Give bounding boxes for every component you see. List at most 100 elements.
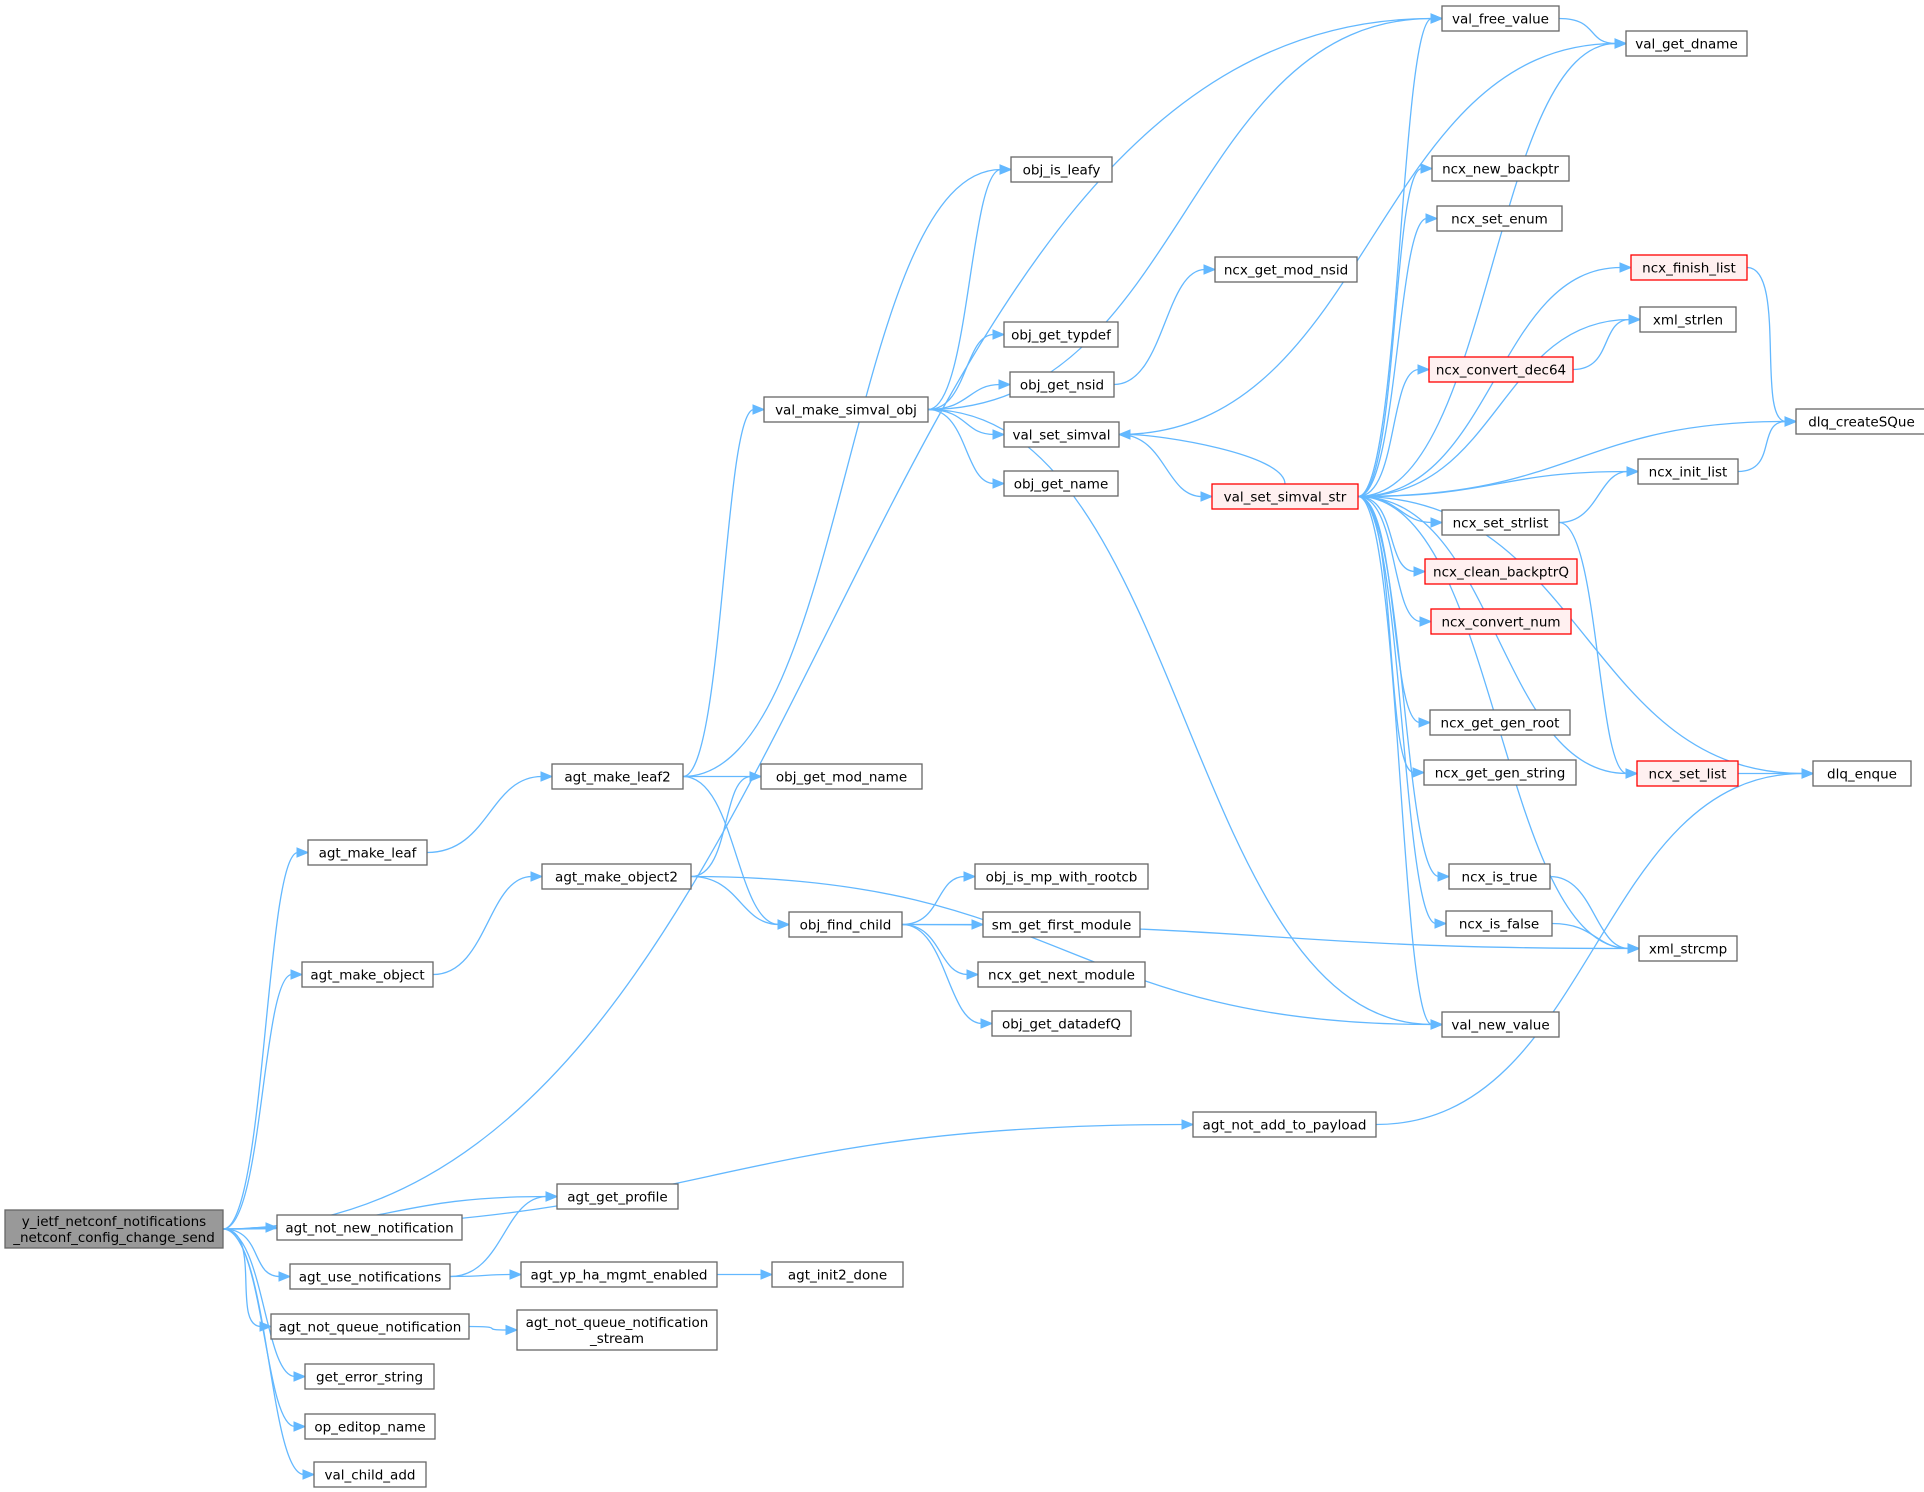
node-xml_strlen[interactable]: xml_strlen bbox=[1639, 306, 1737, 333]
edge-arrowhead bbox=[1627, 943, 1641, 954]
node-root[interactable]: y_ietf_netconf_notifications_netconf_con… bbox=[4, 1209, 224, 1249]
edge-arrowhead bbox=[278, 1271, 292, 1282]
node-get_error_string[interactable]: get_error_string bbox=[304, 1363, 435, 1390]
node-sm_get_first_module[interactable]: sm_get_first_module bbox=[982, 911, 1141, 938]
node-box bbox=[760, 763, 923, 790]
node-val_free_value[interactable]: val_free_value bbox=[1441, 5, 1560, 32]
node-val_child_add[interactable]: val_child_add bbox=[313, 1461, 427, 1488]
edge-arrowhead bbox=[1203, 264, 1217, 275]
node-box bbox=[551, 763, 684, 790]
node-agt_use_notifications[interactable]: agt_use_notifications bbox=[289, 1263, 451, 1290]
node-ncx_convert_dec64[interactable]: ncx_convert_dec64 bbox=[1428, 356, 1574, 383]
edge-arrowhead bbox=[1412, 767, 1426, 778]
node-ncx_get_gen_root[interactable]: ncx_get_gen_root bbox=[1429, 709, 1571, 736]
node-agt_make_leaf2[interactable]: agt_make_leaf2 bbox=[551, 763, 684, 790]
node-op_editop_name[interactable]: op_editop_name bbox=[304, 1413, 436, 1440]
edge-val_set_simval_str-to-ncx_init_list bbox=[1357, 466, 1640, 498]
edge-root-to-agt_make_leaf bbox=[222, 847, 310, 1230]
edge-line bbox=[222, 1228, 296, 1378]
node-obj_find_child[interactable]: obj_find_child bbox=[788, 911, 903, 938]
edge-val_set_simval_str-to-xml_strlen bbox=[1357, 314, 1642, 498]
edge-line bbox=[682, 408, 755, 778]
node-ncx_get_mod_nsid[interactable]: ncx_get_mod_nsid bbox=[1214, 256, 1358, 283]
edge-arrowhead bbox=[1425, 213, 1439, 224]
edge-ncx_set_strlist-to-ncx_init_list bbox=[1558, 466, 1640, 524]
node-ncx_is_false[interactable]: ncx_is_false bbox=[1445, 910, 1553, 937]
node-obj_get_nsid[interactable]: obj_get_nsid bbox=[1009, 371, 1115, 398]
edge-line bbox=[1357, 495, 1422, 623]
node-obj_get_typdef[interactable]: obj_get_typdef bbox=[1003, 321, 1119, 348]
node-box bbox=[556, 1183, 679, 1210]
node-agt_make_leaf[interactable]: agt_make_leaf bbox=[307, 839, 428, 866]
edge-line bbox=[1118, 433, 1203, 498]
node-label: ncx_init_list bbox=[1649, 465, 1728, 481]
node-label: op_editop_name bbox=[314, 1420, 425, 1436]
edge-arrowhead bbox=[1117, 429, 1131, 440]
node-xml_strcmp[interactable]: xml_strcmp bbox=[1638, 935, 1738, 962]
edge-line bbox=[1357, 368, 1420, 498]
node-agt_make_object2[interactable]: agt_make_object2 bbox=[541, 863, 692, 890]
node-obj_get_datadefQ[interactable]: obj_get_datadefQ bbox=[991, 1010, 1132, 1037]
edge-arrowhead bbox=[545, 1191, 559, 1202]
node-agt_init2_done[interactable]: agt_init2_done bbox=[771, 1261, 904, 1288]
edge-line bbox=[222, 1228, 262, 1328]
edge-line bbox=[1113, 268, 1206, 386]
node-label: agt_get_profile bbox=[567, 1190, 667, 1206]
node-agt_make_object[interactable]: agt_make_object bbox=[301, 961, 434, 988]
node-val_get_dname[interactable]: val_get_dname bbox=[1625, 30, 1748, 57]
node-ncx_get_gen_string[interactable]: ncx_get_gen_string bbox=[1423, 759, 1577, 786]
node-agt_not_add_to_payload[interactable]: agt_not_add_to_payload bbox=[1192, 1111, 1377, 1138]
node-ncx_set_strlist[interactable]: ncx_set_strlist bbox=[1441, 509, 1560, 536]
node-box bbox=[1424, 558, 1578, 585]
node-obj_is_leafy[interactable]: obj_is_leafy bbox=[1010, 156, 1113, 183]
node-box bbox=[289, 1263, 451, 1290]
edge-agt_not_queue_notification-to-agt_not_queue_notification_stream bbox=[468, 1324, 519, 1336]
edge-arrowhead bbox=[302, 1469, 316, 1480]
node-label: ncx_clean_backptrQ bbox=[1433, 565, 1569, 581]
node-box bbox=[1638, 935, 1738, 962]
node-label: agt_make_object2 bbox=[555, 870, 678, 886]
edge-agt_make_leaf2-to-obj_is_leafy bbox=[682, 164, 1013, 778]
node-dlq_createSQue[interactable]: dlq_createSQue bbox=[1795, 408, 1924, 435]
node-box bbox=[307, 839, 428, 866]
edge-ncx_init_list-to-dlq_createSQue bbox=[1737, 416, 1798, 473]
node-box bbox=[1436, 205, 1563, 232]
node-ncx_set_list[interactable]: ncx_set_list bbox=[1636, 760, 1739, 787]
node-agt_not_new_notification[interactable]: agt_not_new_notification bbox=[276, 1214, 463, 1241]
node-box bbox=[301, 961, 434, 988]
edge-val_set_simval_str-to-ncx_convert_dec64 bbox=[1357, 364, 1431, 498]
node-ncx_set_enum[interactable]: ncx_set_enum bbox=[1436, 205, 1563, 232]
node-ncx_get_next_module[interactable]: ncx_get_next_module bbox=[977, 961, 1146, 988]
node-agt_not_queue_notification_stream[interactable]: agt_not_queue_notification_stream bbox=[516, 1309, 718, 1351]
call-edges bbox=[222, 13, 1815, 1480]
node-label: dlq_enque bbox=[1827, 767, 1897, 783]
node-box bbox=[1441, 1011, 1560, 1038]
node-obj_get_mod_name[interactable]: obj_get_mod_name bbox=[760, 763, 923, 790]
node-ncx_init_list[interactable]: ncx_init_list bbox=[1637, 458, 1739, 485]
edge-val_set_simval_str-to-ncx_clean_backptrQ bbox=[1357, 495, 1427, 577]
node-ncx_convert_num[interactable]: ncx_convert_num bbox=[1430, 608, 1572, 635]
node-agt_yp_ha_mgmt_enabled[interactable]: agt_yp_ha_mgmt_enabled bbox=[520, 1261, 718, 1288]
node-ncx_clean_backptrQ[interactable]: ncx_clean_backptrQ bbox=[1424, 558, 1578, 585]
edge-line bbox=[1357, 495, 1415, 774]
edge-arrowhead bbox=[1419, 616, 1433, 627]
node-agt_not_queue_notification[interactable]: agt_not_queue_notification bbox=[270, 1313, 470, 1340]
edge-root-to-agt_not_add_to_payload bbox=[222, 1119, 1195, 1230]
node-obj_get_name[interactable]: obj_get_name bbox=[1003, 470, 1119, 497]
edge-arrowhead bbox=[999, 164, 1013, 175]
node-val_set_simval_str[interactable]: val_set_simval_str bbox=[1211, 483, 1359, 510]
node-dlq_enque[interactable]: dlq_enque bbox=[1812, 760, 1912, 787]
node-obj_is_mp_with_rootcb[interactable]: obj_is_mp_with_rootcb bbox=[974, 863, 1149, 890]
node-label: val_free_value bbox=[1452, 12, 1549, 28]
node-ncx_finish_list[interactable]: ncx_finish_list bbox=[1630, 254, 1748, 281]
node-box bbox=[304, 1363, 435, 1390]
edge-ncx_set_strlist-to-ncx_set_list bbox=[1558, 521, 1639, 779]
edge-arrowhead bbox=[1181, 1119, 1195, 1130]
node-ncx_is_true[interactable]: ncx_is_true bbox=[1448, 863, 1551, 890]
node-agt_get_profile[interactable]: agt_get_profile bbox=[556, 1183, 679, 1210]
node-val_new_value[interactable]: val_new_value bbox=[1441, 1011, 1560, 1038]
node-box bbox=[991, 1010, 1132, 1037]
node-val_make_simval_obj[interactable]: val_make_simval_obj bbox=[763, 396, 929, 423]
node-val_set_simval[interactable]: val_set_simval bbox=[1003, 421, 1120, 448]
node-ncx_new_backptr[interactable]: ncx_new_backptr bbox=[1431, 155, 1570, 182]
